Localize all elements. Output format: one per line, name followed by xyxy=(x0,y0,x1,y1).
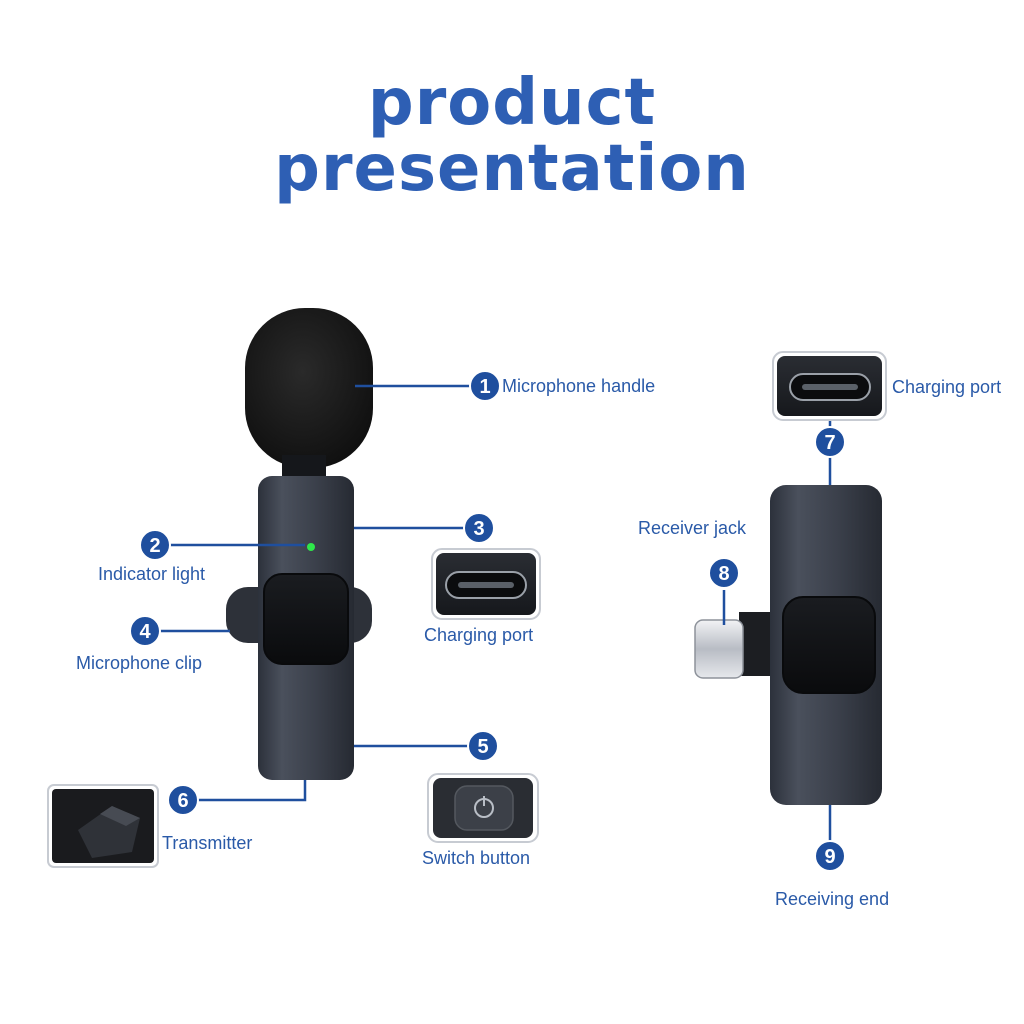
badge-5: 5 xyxy=(467,730,499,762)
usb-c-plug xyxy=(694,619,744,679)
receiver-plug-base xyxy=(739,612,775,676)
badge-2: 2 xyxy=(139,529,171,561)
charging-port-inset xyxy=(431,548,541,620)
svg-text:2: 2 xyxy=(149,535,160,557)
switch-button-inset xyxy=(427,773,539,843)
badge-6: 6 xyxy=(167,784,199,816)
label-charging-port-transmitter: Charging port xyxy=(424,625,534,645)
badge-1: 1 xyxy=(469,370,501,402)
svg-text:7: 7 xyxy=(824,432,835,454)
svg-text:5: 5 xyxy=(477,736,488,758)
label-receiver-jack: Receiver jack xyxy=(638,518,747,538)
svg-text:9: 9 xyxy=(824,846,835,868)
transmitter-detail-photo xyxy=(47,784,159,868)
badge-9: 9 xyxy=(814,840,846,872)
receiver-device xyxy=(694,485,882,805)
svg-text:8: 8 xyxy=(718,563,729,585)
label-switch-button: Switch button xyxy=(422,848,531,868)
label-indicator-light: Indicator light xyxy=(98,564,206,584)
transmitter-device xyxy=(226,308,373,780)
label-charging-port-receiver: Charging port xyxy=(892,377,1002,397)
label-microphone-handle: Microphone handle xyxy=(502,376,656,396)
svg-text:3: 3 xyxy=(473,518,484,540)
receiver-charging-port-inset xyxy=(772,351,887,421)
microphone-neck xyxy=(282,455,326,479)
label-receiving-end: Receiving end xyxy=(775,889,890,909)
badge-8: 8 xyxy=(708,557,740,589)
power-button xyxy=(263,573,349,665)
label-microphone-clip: Microphone clip xyxy=(76,653,203,673)
badge-7: 7 xyxy=(814,426,846,458)
receiver-button xyxy=(782,596,876,694)
badge-3: 3 xyxy=(463,512,495,544)
badge-4: 4 xyxy=(129,615,161,647)
svg-text:1: 1 xyxy=(479,376,490,398)
microphone-foam xyxy=(245,308,373,468)
label-transmitter: Transmitter xyxy=(162,833,253,853)
svg-text:6: 6 xyxy=(177,790,188,812)
transmitter-leader-lines xyxy=(158,384,472,802)
svg-text:4: 4 xyxy=(139,621,151,643)
page-title-line-2: presentation xyxy=(274,132,750,206)
indicator-light-dot xyxy=(307,543,315,551)
callout-badges: 1 2 3 4 5 6 7 8 xyxy=(129,370,846,872)
page-title-line-1: product xyxy=(367,66,657,140)
